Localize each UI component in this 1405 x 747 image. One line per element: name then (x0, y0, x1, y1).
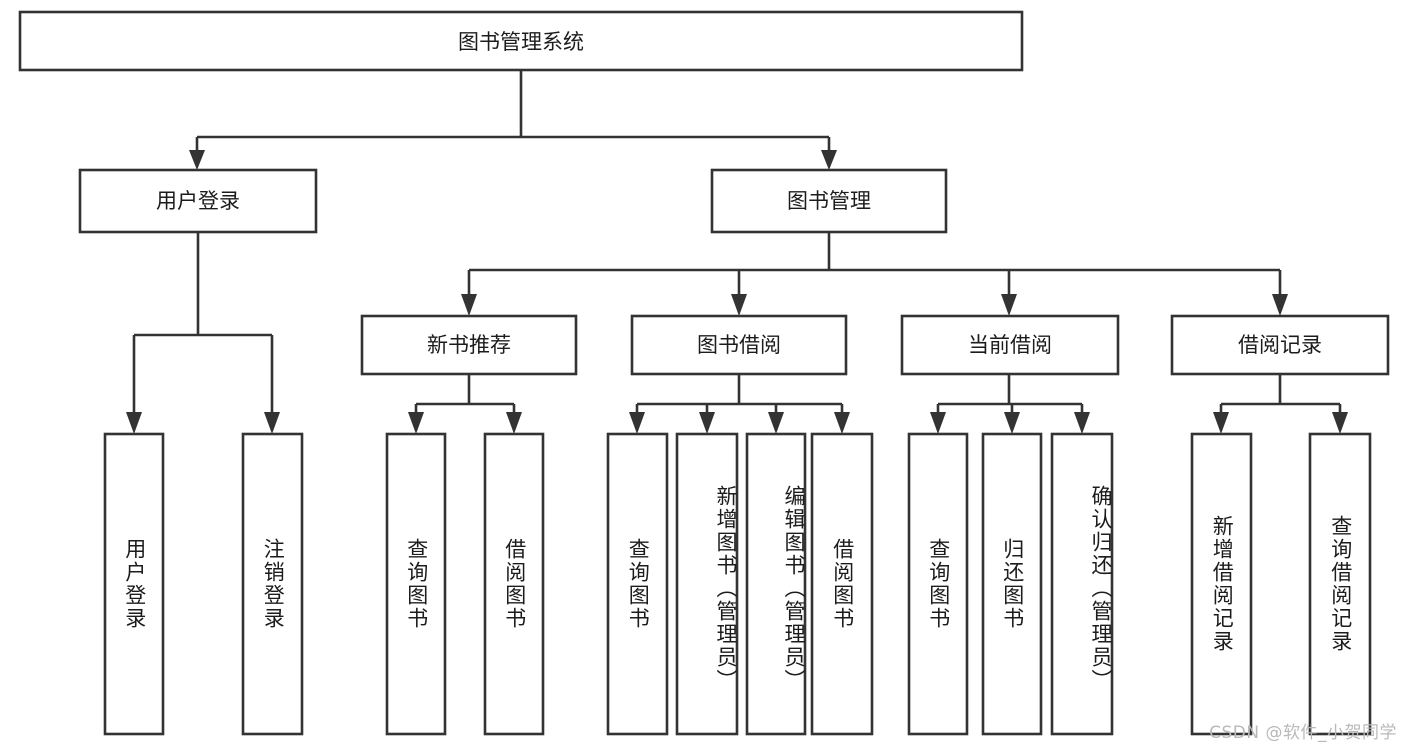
node-box-user-login[interactable] (78, 168, 318, 234)
node-label-borrow-record: 借阅记录 (1238, 333, 1322, 357)
node-label-book-management: 图书管理 (787, 189, 871, 213)
leaf-box-query-book-1[interactable] (385, 432, 447, 736)
leaf-box-query-record[interactable] (1308, 432, 1372, 736)
connector-group-userlogin-to-leaves (126, 232, 280, 434)
node-label-root: 图书管理系统 (458, 30, 584, 54)
node-label-new-book-recommend: 新书推荐 (427, 333, 511, 357)
node-user-login[interactable]: 用户登录 (78, 168, 318, 234)
connector-group-currentborrow-to-leaves (930, 374, 1090, 434)
arrow-head-current-borrow (1001, 294, 1017, 316)
node-current-borrow[interactable]: 当前借阅 (900, 314, 1120, 376)
leaf-box-confirm-return[interactable] (1050, 432, 1114, 736)
arrow-head-leaf-add-book (699, 412, 715, 434)
arrow-head-leaf-query-book-3 (930, 412, 946, 434)
arrow-head-leaf-edit-book (768, 412, 784, 434)
leaf-box-query-book-2[interactable] (606, 432, 669, 736)
csdn-watermark: CSDN @软件_小贺同学 (1209, 723, 1397, 743)
node-box-book-borrow[interactable] (630, 314, 848, 376)
arrow-head-borrow-record (1272, 294, 1288, 316)
arrow-head-leaf-query-book-2 (629, 412, 645, 434)
connector-group-bookborrow-to-leaves (629, 374, 850, 434)
leaf-box-borrow-book-1[interactable] (483, 432, 545, 736)
connector-group-borrowrecord-to-leaves (1213, 374, 1348, 434)
leaf-boxes (103, 432, 1372, 736)
arrow-head-new-book-rec (461, 294, 477, 316)
connector-group-newbook-to-leaves (408, 374, 522, 434)
leaf-box-edit-book[interactable] (745, 432, 807, 736)
node-box-current-borrow[interactable] (900, 314, 1120, 376)
leaf-box-logout[interactable] (241, 432, 304, 736)
leaf-box-add-record[interactable] (1190, 432, 1253, 736)
node-box-root[interactable] (18, 10, 1024, 72)
node-label-book-borrow: 图书借阅 (697, 333, 781, 357)
arrow-head-user-login (189, 150, 205, 170)
node-book-borrow[interactable]: 图书借阅 (630, 314, 848, 376)
node-borrow-record[interactable]: 借阅记录 (1170, 314, 1390, 376)
node-new-book-recommend[interactable]: 新书推荐 (360, 314, 578, 376)
arrow-head-book-manage (821, 150, 837, 170)
leaf-box-borrow-book-2[interactable] (810, 432, 874, 736)
node-box-borrow-record[interactable] (1170, 314, 1390, 376)
arrow-head-leaf-logout (264, 412, 280, 434)
leaf-box-user-login[interactable] (103, 432, 165, 736)
node-label-current-borrow: 当前借阅 (968, 333, 1052, 357)
arrow-head-leaf-return-book (1004, 412, 1020, 434)
node-label-user-login: 用户登录 (156, 189, 240, 213)
arrow-head-leaf-user-login (126, 412, 142, 434)
node-box-new-book-recommend[interactable] (360, 314, 578, 376)
connector-group-root-to-level2 (189, 70, 837, 170)
arrow-head-leaf-query-book-1 (408, 412, 424, 434)
leaf-box-add-book[interactable] (675, 432, 739, 736)
arrow-head-leaf-query-record (1332, 412, 1348, 434)
arrow-head-leaf-borrow-book-1 (506, 412, 522, 434)
arrow-head-book-borrow (731, 294, 747, 316)
leaf-box-return-book[interactable] (981, 432, 1043, 736)
node-book-management[interactable]: 图书管理 (710, 168, 948, 234)
arrow-head-leaf-confirm-return (1074, 412, 1090, 434)
node-root[interactable]: 图书管理系统 (18, 10, 1024, 72)
arrow-head-leaf-borrow-book-2 (834, 412, 850, 434)
arrow-head-leaf-add-record (1213, 412, 1229, 434)
node-box-book-management[interactable] (710, 168, 948, 234)
leaf-box-query-book-3[interactable] (907, 432, 969, 736)
connector-group-bookmanage-to-level3 (461, 232, 1288, 316)
